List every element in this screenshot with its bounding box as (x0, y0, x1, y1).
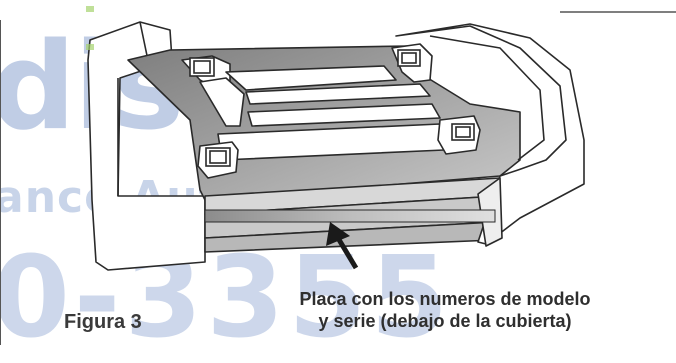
corner-posts (189, 49, 475, 167)
figure-label: Figura 3 (64, 311, 142, 333)
post-bottom-left (205, 147, 231, 167)
model-serial-plate (204, 209, 496, 223)
registration-marks (86, 6, 94, 50)
watermark-number: 0-3355 (0, 233, 453, 363)
post-top-left (189, 57, 215, 77)
caption-line-1: Placa con los numeros de modelo (299, 289, 591, 309)
figure-canvas: dison ance Authority™ 0-3355 (0, 6, 676, 354)
pointer-arrow (326, 222, 359, 270)
post-top-right (397, 49, 421, 67)
post-bottom-right (451, 123, 475, 141)
caption-line-2: y serie (debajo de la cubierta) (318, 311, 572, 331)
plate-caption: Placa con los numeros de modelo y serie … (245, 288, 645, 332)
packing-insert-drawing (0, 6, 676, 345)
